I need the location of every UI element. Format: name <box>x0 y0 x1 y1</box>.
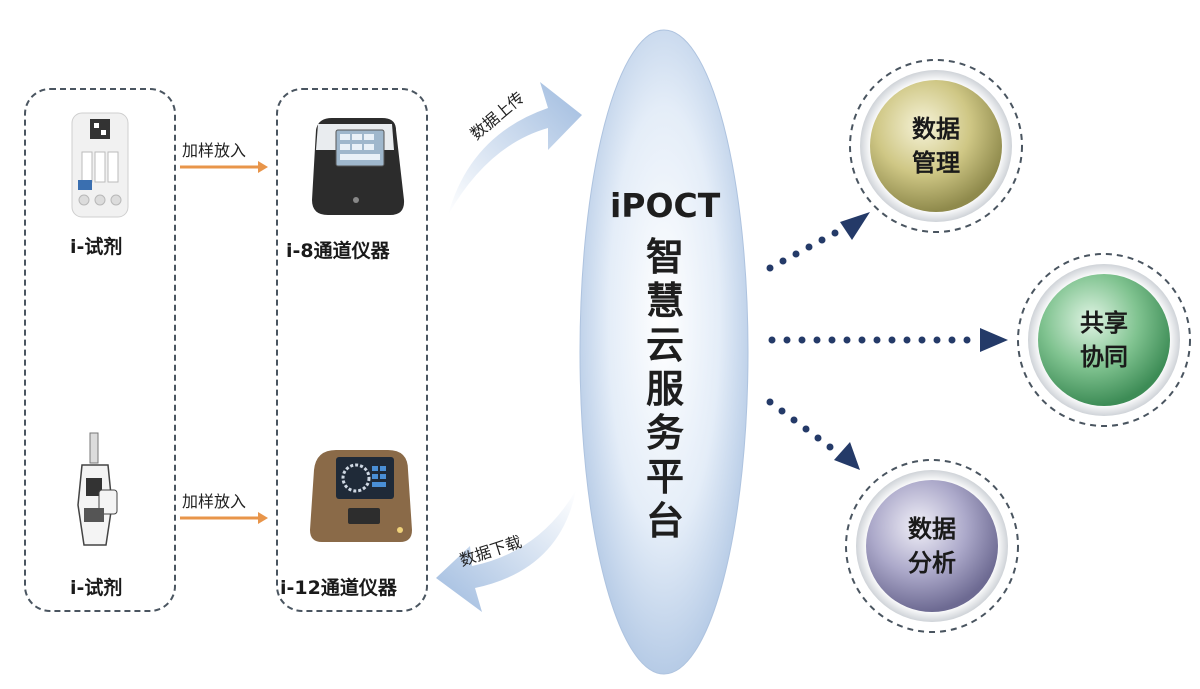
load-arrow-top <box>180 161 268 173</box>
instrument-8-image <box>312 118 405 215</box>
load-arrow-bottom <box>180 512 268 524</box>
platform-subtitle-char-5: 务 <box>645 411 684 455</box>
instrument-12-image <box>310 450 412 542</box>
instrument-group-box <box>276 88 428 612</box>
outcome-sharing-line2: 协同 <box>1080 343 1128 371</box>
outcome-analysis-text: 数据 分析 <box>872 512 992 580</box>
dotted-arrow-to-sharing <box>768 328 1008 352</box>
download-swoosh <box>436 490 576 612</box>
platform-name: iPOCT <box>610 186 721 225</box>
cloud-platform-shape <box>579 29 749 675</box>
dotted-arrow-to-analysis <box>766 398 860 470</box>
outcome-management-text: 数据 管理 <box>876 112 996 180</box>
outcome-circle-sharing <box>1017 253 1191 427</box>
platform-subtitle-char-6: 平 <box>645 455 684 499</box>
outcome-circle-management <box>849 59 1023 233</box>
reagent-label-top: i-试剂 <box>70 236 123 258</box>
outcome-analysis-line1: 数据 <box>908 515 956 543</box>
outcome-sharing-text: 共享 协同 <box>1044 306 1164 374</box>
reagent-group-box <box>24 88 176 612</box>
reagent-cassette-image <box>71 112 129 218</box>
load-label-bottom: 加样放入 <box>182 492 247 511</box>
instrument-label-bottom: i-12通道仪器 <box>280 577 397 599</box>
outcome-sharing-line1: 共享 <box>1080 309 1128 337</box>
reagent-label-bottom: i-试剂 <box>70 577 123 599</box>
instrument-label-top: i-8通道仪器 <box>286 240 390 262</box>
platform-subtitle-char-1: 智 <box>645 235 684 279</box>
load-label-top: 加样放入 <box>182 141 247 160</box>
dotted-arrow-to-management <box>766 212 870 272</box>
platform-subtitle-char-2: 慧 <box>645 279 684 323</box>
upload-swoosh <box>448 82 582 215</box>
outcome-management-line2: 管理 <box>912 149 960 177</box>
reagent-tube-image <box>77 432 118 546</box>
platform-subtitle-char-3: 云 <box>645 323 684 367</box>
outcome-management-line1: 数据 <box>912 115 960 143</box>
outcome-analysis-line2: 分析 <box>908 549 956 577</box>
outcome-circle-analysis <box>845 459 1019 633</box>
platform-subtitle-char-4: 服 <box>645 367 684 411</box>
platform-subtitle-char-7: 台 <box>645 499 684 543</box>
